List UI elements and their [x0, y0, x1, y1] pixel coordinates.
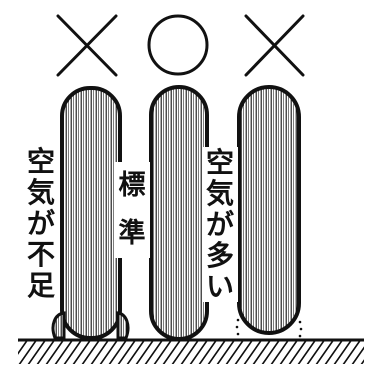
label-air-excess: 空 気 が 多 い: [202, 147, 238, 302]
flame-column-right: [237, 85, 301, 335]
cross-mark-right-icon: [244, 14, 305, 77]
flame-column-center: [149, 85, 209, 341]
flame-base-bulge-left: [51, 311, 130, 340]
circle-mark-center-icon: [147, 14, 209, 76]
label-standard: 標 準: [114, 162, 150, 258]
flame-gap-dots-right: [235, 318, 303, 338]
ground-surface: [18, 340, 364, 364]
label-air-insufficient: 空 気 が 不 足: [23, 146, 59, 301]
flame-column-left: [60, 86, 122, 340]
cross-mark-left-icon: [56, 14, 118, 77]
